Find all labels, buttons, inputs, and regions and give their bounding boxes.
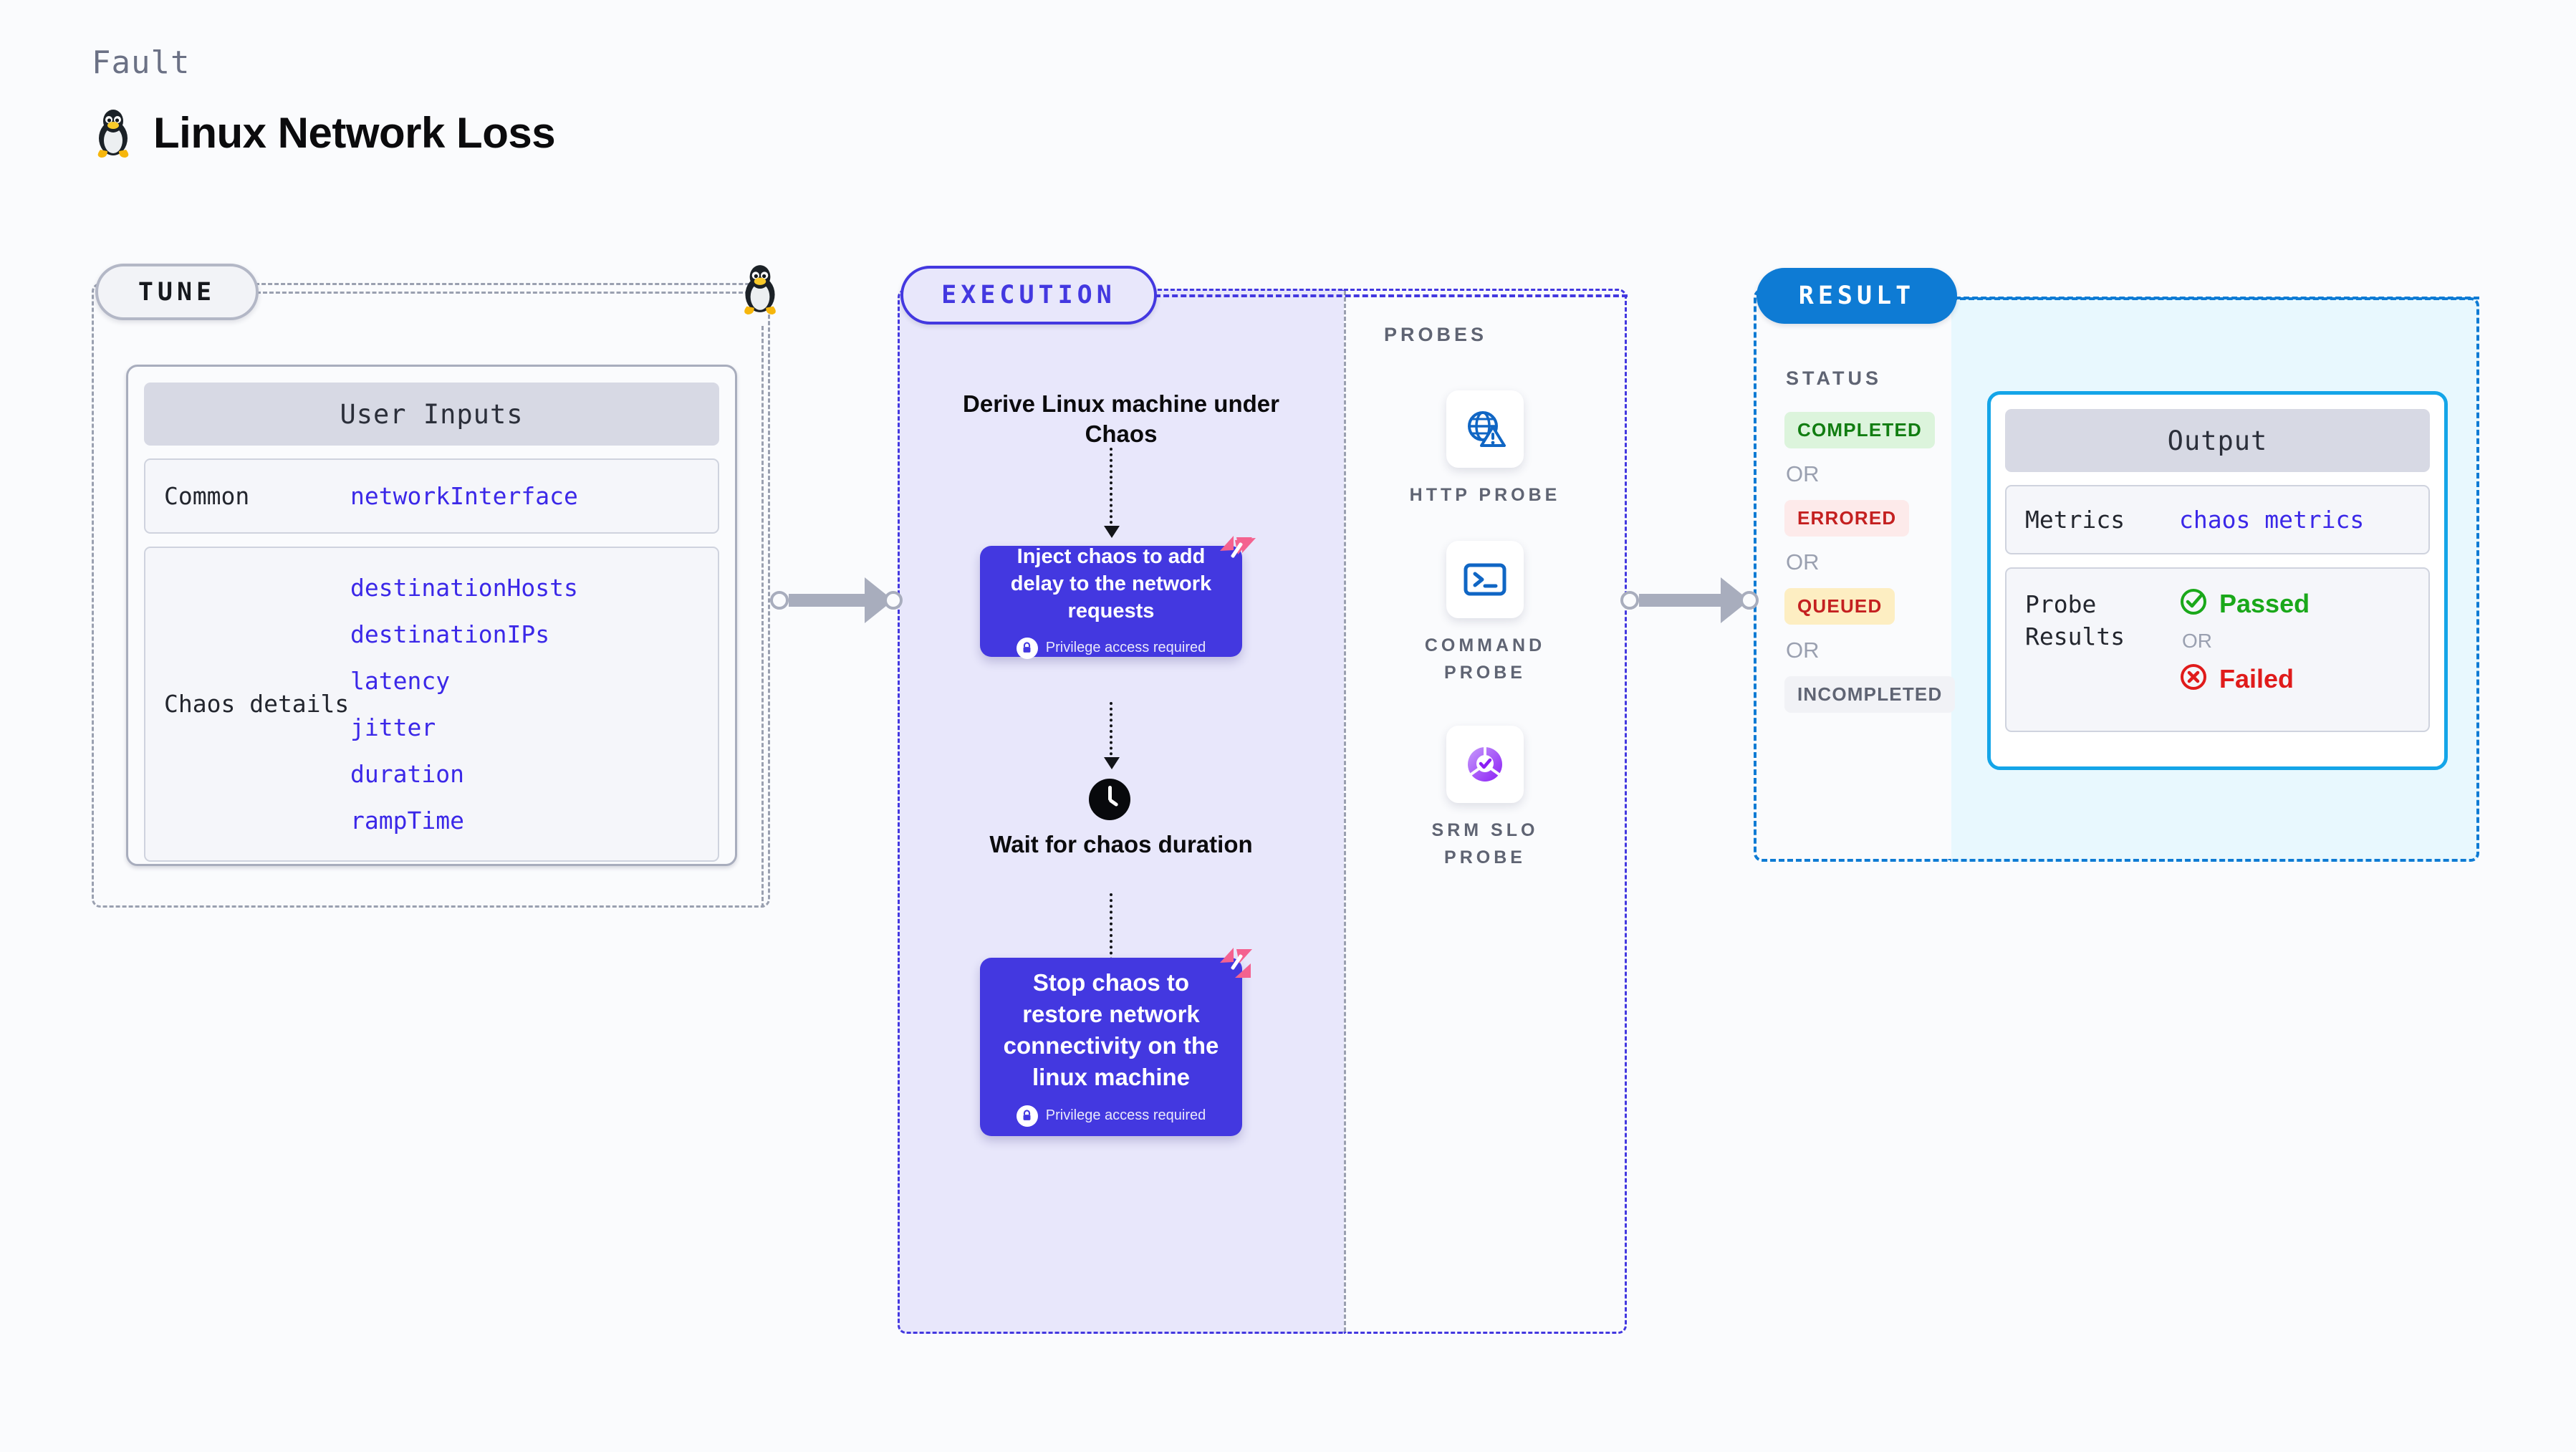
connector-dot [1620,591,1639,610]
probe-command[interactable]: COMMAND PROBE [1399,541,1571,686]
result-leader-line [1955,297,2479,299]
connector-bar [789,594,865,607]
or-separator: OR [1786,549,1820,574]
fault-eyebrow: Fault [92,44,191,81]
probe-label: SRM SLO PROBE [1431,820,1539,867]
clock-icon [1087,777,1132,822]
output-row-key: Probe Results [2025,590,2125,650]
flow-arrow-2 [1104,702,1120,769]
lock-icon [1016,637,1038,659]
param-networkinterface[interactable]: networkInterface [350,482,578,510]
connector-dot [770,591,789,610]
output-metrics-value[interactable]: chaos metrics [2179,506,2365,534]
check-circle-icon [2179,587,2208,620]
passed-label: Passed [2219,588,2310,618]
tune-region [92,283,770,908]
param-destinationhosts[interactable]: destinationHosts [350,574,578,602]
x-circle-icon [2179,663,2208,695]
status-badge-incompleted: INCOMPLETED [1784,676,1956,713]
tune-row-values: networkInterface [350,482,578,510]
tune-row-key: Common [164,481,250,510]
page-header: Fault Linux Network Loss [92,44,556,158]
harness-logo-icon [1218,532,1258,572]
execution-step-stop-chaos[interactable]: Stop chaos to restore network connectivi… [980,958,1242,1136]
connector-execution-to-result [1620,577,1759,623]
probe-srm-slo[interactable]: SRM SLO PROBE [1399,726,1571,871]
output-row-metrics: Metrics chaos metrics [2005,485,2430,554]
output-header: Output [2005,409,2430,472]
lock-icon [1016,1105,1038,1127]
tune-row-common: Common networkInterface [144,458,719,534]
page-title: Linux Network Loss [153,108,556,157]
execution-step-title-wait: Wait for chaos duration [989,831,1253,857]
privilege-badge: Privilege access required [1016,637,1206,659]
stage-pill-execution[interactable]: EXECUTION [900,266,1157,324]
or-separator: OR [1786,461,1820,486]
probes-section-label: PROBES [1384,324,1488,345]
tune-vertical-divider [761,326,764,908]
fault-title-row: Linux Network Loss [92,107,556,158]
param-ramptime[interactable]: rampTime [350,807,464,835]
probe-result-values: Passed OR Failed [2179,587,2310,695]
probe-label: COMMAND PROBE [1424,635,1546,683]
user-inputs-card: User Inputs Common networkInterface Chao… [126,365,737,866]
probe-label: HTTP PROBE [1409,485,1561,505]
execution-step-title-derive: Derive Linux machine under Chaos [963,390,1279,448]
step-text: Inject chaos to add delay to the network… [1010,545,1212,622]
privilege-label: Privilege access required [1045,1107,1206,1124]
param-destinationips[interactable]: destinationIPs [350,620,550,648]
output-card: Output Metrics chaos metrics Probe Resul… [1987,391,2448,770]
tune-row-values: destinationHosts destinationIPs latency … [350,574,578,835]
slo-check-icon [1446,726,1524,803]
param-duration[interactable]: duration [350,760,464,788]
flow-arrow-1 [1104,448,1120,538]
status-section-label: STATUS [1786,367,1882,389]
stage-pill-tune[interactable]: TUNE [95,264,259,320]
failed-label: Failed [2219,663,2294,693]
probe-result-failed: Failed [2179,663,2310,695]
connector-tune-to-execution [770,577,903,623]
output-row-probe-results: Probe Results Passed OR [2005,567,2430,732]
status-badge-errored: ERRORED [1784,500,1910,537]
tune-row-key: Chaos details [164,690,350,718]
privilege-badge: Privilege access required [1016,1105,1206,1127]
linux-penguin-icon [92,107,135,158]
connector-dot [884,591,903,610]
status-badge-queued: QUEUED [1784,588,1895,625]
param-latency[interactable]: latency [350,667,451,695]
execution-leader-line [1155,294,1628,297]
probe-result-passed: Passed [2179,587,2310,620]
stage-pill-result[interactable]: RESULT [1756,268,1957,324]
connector-bar [1639,594,1721,607]
execution-step-inject-chaos[interactable]: Inject chaos to add delay to the network… [980,545,1242,659]
step-text: Stop chaos to restore network connectivi… [1003,969,1219,1090]
probe-http[interactable]: HTTP PROBE [1399,390,1571,509]
status-badge-completed: COMPLETED [1784,412,1936,448]
or-separator: OR [1786,638,1820,663]
tune-leader-line [256,292,756,294]
result-region [1754,289,1951,862]
connector-dot [1740,591,1759,610]
terminal-icon [1446,541,1524,618]
linux-penguin-marker-icon [738,262,782,319]
tune-row-chaos-details: Chaos details destinationHosts destinati… [144,547,719,862]
harness-logo-icon [1218,943,1258,984]
probes-divider [1344,291,1346,1332]
param-jitter[interactable]: jitter [350,713,436,741]
or-separator: OR [2182,630,2212,652]
status-list: COMPLETED OR ERRORED OR QUEUED OR INCOMP… [1784,412,1956,713]
user-inputs-header: User Inputs [144,383,719,446]
privilege-label: Privilege access required [1045,640,1206,656]
output-row-key: Metrics [2025,505,2125,534]
globe-warning-icon [1446,390,1524,468]
